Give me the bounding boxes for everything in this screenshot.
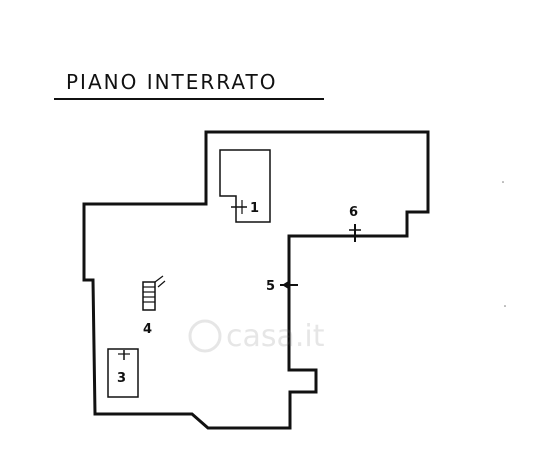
room-1-outline xyxy=(219,149,271,223)
label-room-1: 1 xyxy=(250,201,259,216)
plan-title: PIANO INTERRATO xyxy=(66,70,278,94)
marker-5-arrow xyxy=(280,280,298,290)
watermark-logo: casa.it xyxy=(188,319,325,354)
scan-speck xyxy=(504,305,506,307)
marker-6-arrow xyxy=(349,224,361,242)
label-room-3: 3 xyxy=(117,371,126,386)
label-marker-6: 6 xyxy=(349,205,358,220)
stair-icon xyxy=(142,275,166,311)
title-underline xyxy=(54,98,324,100)
label-stair-4: 4 xyxy=(143,322,152,337)
outer-wall xyxy=(82,130,430,430)
scan-speck xyxy=(502,181,504,183)
label-marker-5: 5 xyxy=(266,279,275,294)
watermark-text: casa.it xyxy=(226,319,325,354)
room-3-outline xyxy=(107,348,139,398)
